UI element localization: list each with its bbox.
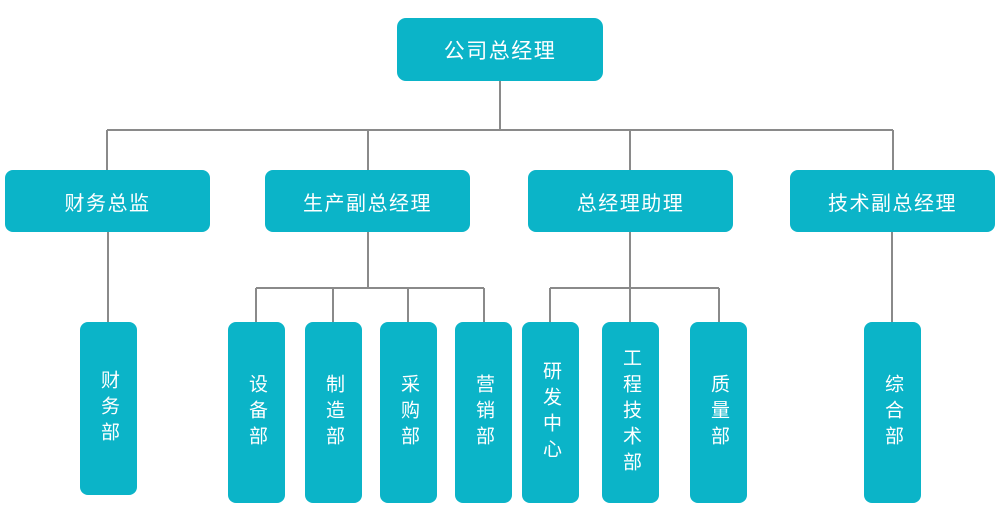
org-node-label: 制造部 [323,373,345,452]
org-node-quality[interactable]: 质量部 [690,322,747,503]
org-node-label: 研发中心 [540,360,562,465]
org-node-rnd[interactable]: 研发中心 [522,322,579,503]
org-node-equipment[interactable]: 设备部 [228,322,285,503]
org-node-label: 综合部 [882,373,904,452]
org-node-gm-asst[interactable]: 总经理助理 [528,170,733,232]
org-node-vp-prod[interactable]: 生产副总经理 [265,170,470,232]
org-node-label: 质量部 [708,373,730,452]
org-node-cfo[interactable]: 财务总监 [5,170,210,232]
org-node-label: 技术副总经理 [828,190,957,215]
org-node-finance[interactable]: 财务部 [80,322,137,495]
org-node-label: 设备部 [246,373,268,452]
org-node-eng-tech[interactable]: 工程技术部 [602,322,659,503]
org-node-label: 公司总经理 [443,38,557,63]
org-node-label: 工程技术部 [620,347,642,478]
org-node-label: 财务部 [98,369,120,448]
org-node-vp-tech[interactable]: 技术副总经理 [790,170,995,232]
org-node-marketing[interactable]: 营销部 [455,322,512,503]
org-node-label: 财务总监 [64,190,151,215]
org-node-label: 营销部 [473,373,495,452]
org-node-manufact[interactable]: 制造部 [305,322,362,503]
org-node-general[interactable]: 综合部 [864,322,921,503]
org-node-purchase[interactable]: 采购部 [380,322,437,503]
org-node-root[interactable]: 公司总经理 [397,18,603,81]
org-node-label: 生产副总经理 [303,190,432,215]
org-node-label: 总经理助理 [576,190,685,215]
org-node-label: 采购部 [398,373,420,452]
